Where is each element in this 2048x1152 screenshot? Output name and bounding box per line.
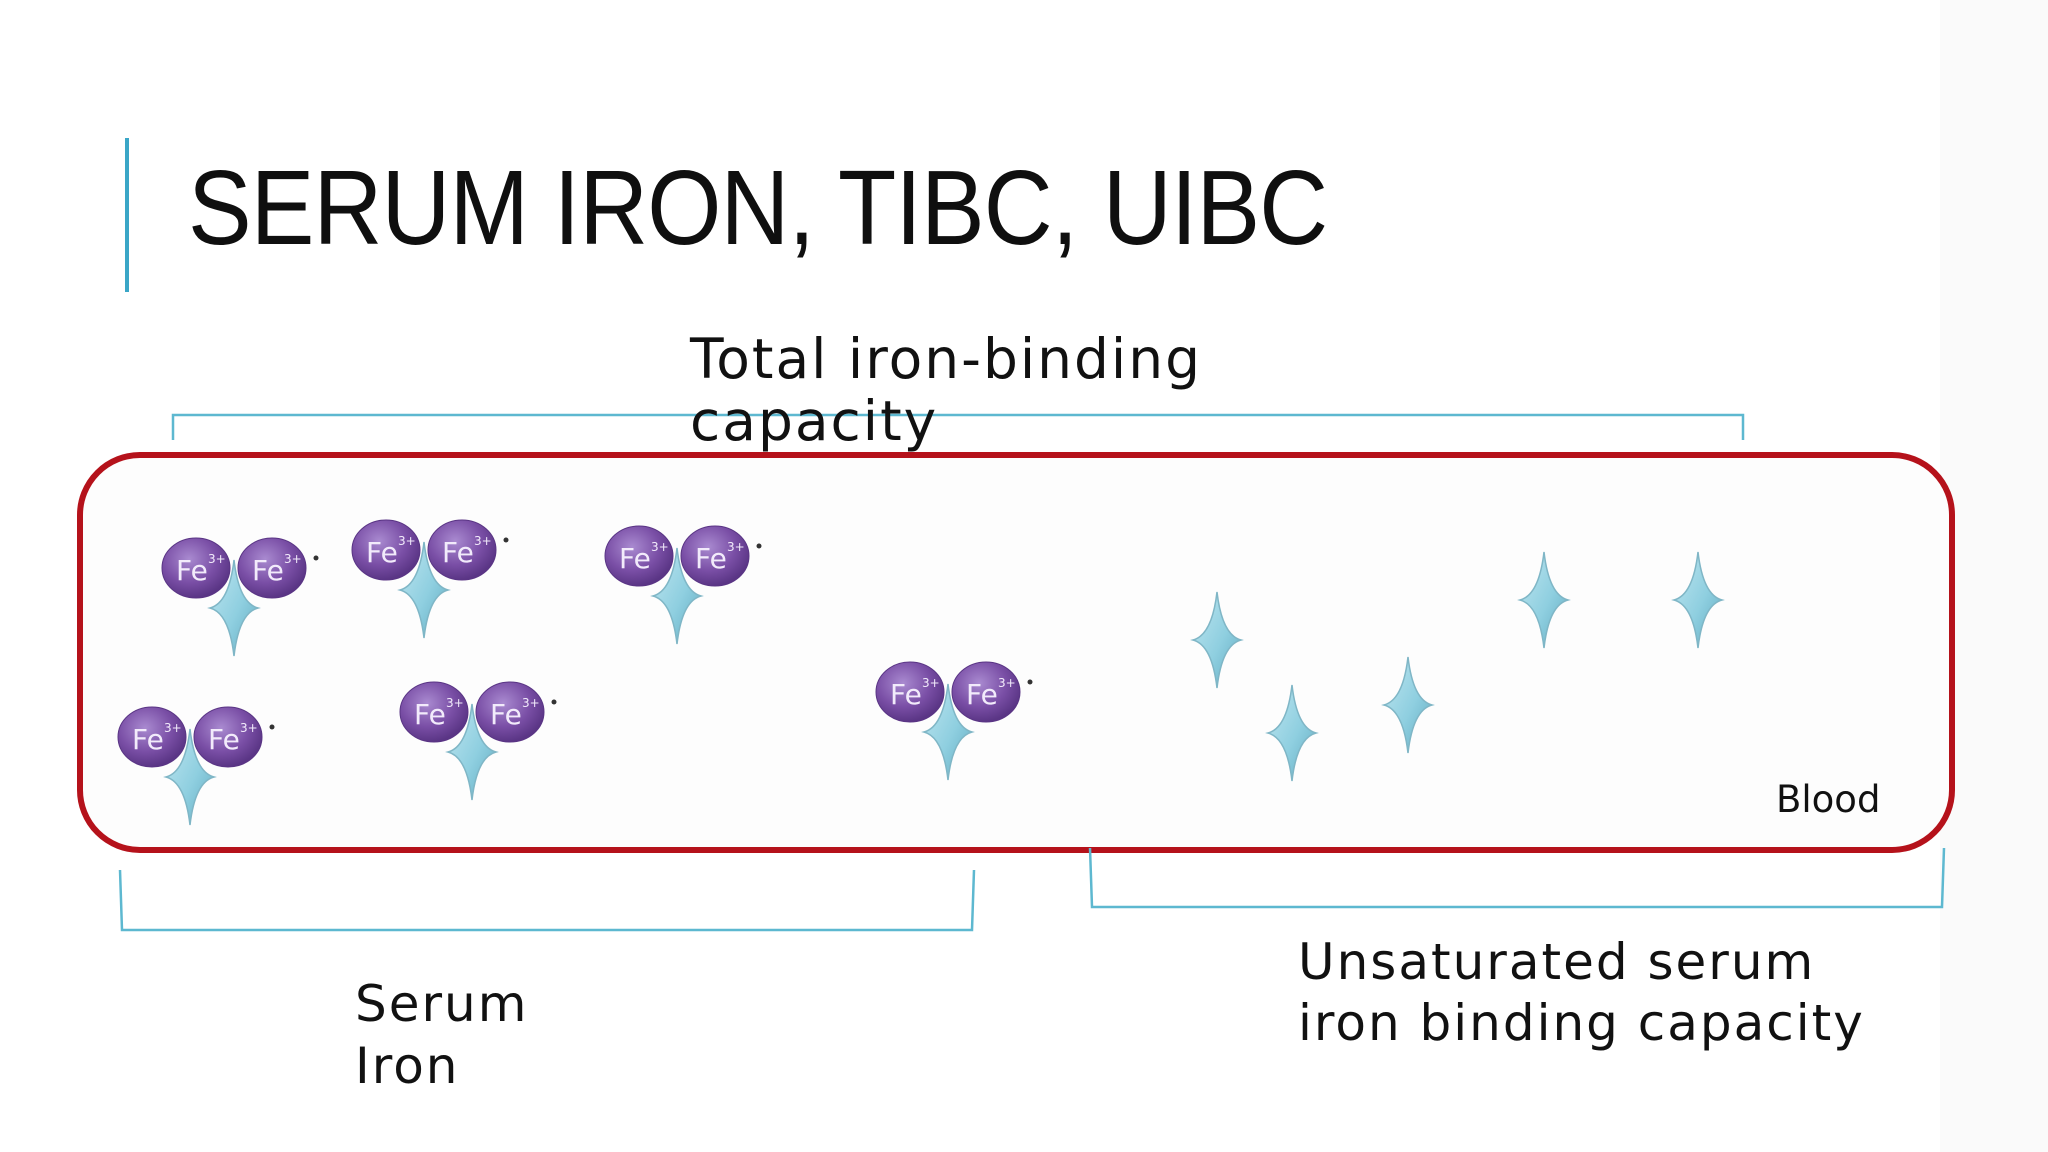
blood-container	[77, 452, 1955, 853]
tibc-bracket	[171, 413, 1745, 440]
tibc-label: Total iron-binding capacity	[690, 327, 1202, 453]
page-title: SERUM IRON, TIBC, UIBC	[188, 149, 1328, 267]
uibc-bracket	[1088, 847, 1946, 909]
serum-iron-label: Serum Iron	[355, 975, 529, 1095]
serum-iron-bracket	[118, 869, 976, 932]
blood-label: Blood	[1776, 778, 1881, 821]
background-strip	[1940, 0, 2048, 1152]
uibc-label: Unsaturated serum iron binding capacity	[1298, 933, 1865, 1052]
title-accent-bar	[125, 138, 129, 292]
